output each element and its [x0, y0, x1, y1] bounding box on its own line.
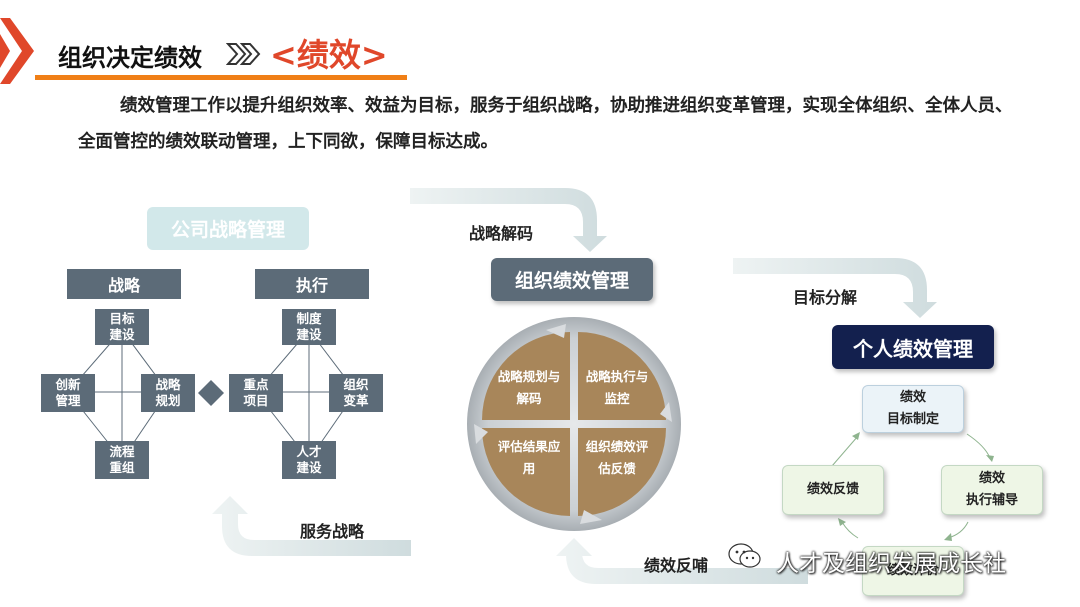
execution-node-bottom: 人才 建设: [282, 441, 336, 479]
page-title: 组织决定绩效: [58, 44, 202, 72]
execution-header: 执行: [255, 269, 369, 299]
feedback-label: 绩效反哺: [644, 556, 709, 575]
decompose-arrow: [733, 258, 937, 318]
org-quadrant-3: 评估结果应 用: [497, 439, 561, 476]
personal-performance-title: 个人绩效管理: [832, 325, 994, 369]
decode-label: 战略解码: [469, 224, 534, 243]
personal-step-goal: 绩效 目标制定: [862, 385, 964, 433]
link-diamond-icon: [198, 380, 224, 406]
corner-chevron-icon: [0, 18, 34, 84]
double-chevron-icon: [226, 43, 261, 65]
strategy-node-bottom: 流程 重组: [95, 441, 149, 479]
org-quadrant-2: 战略执行与 监控: [585, 369, 649, 406]
strategy-diamond-lines: [67, 329, 357, 461]
strategy-header: 战略: [67, 269, 181, 299]
feedback-arrow: [556, 538, 808, 584]
execution-node-top: 制度 建设: [282, 309, 336, 345]
execution-node-right: 组织 变革: [329, 374, 383, 412]
org-cycle-wheel: [467, 317, 681, 531]
personal-step-coaching: 绩效 执行辅导: [941, 465, 1043, 515]
strategy-node-left: 创新 管理: [41, 374, 95, 412]
decompose-label: 目标分解: [793, 288, 858, 307]
watermark: 人才及组织发展成长社: [776, 551, 1006, 577]
serve-label: 服务战略: [300, 522, 365, 541]
personal-step-evaluation: 绩效评价: [862, 546, 964, 596]
title-underline: [35, 75, 407, 80]
personal-step-feedback: 绩效反馈: [782, 465, 884, 515]
decode-arrow: [410, 188, 607, 252]
serve-arrow: [212, 496, 411, 556]
strategy-node-right: 战略 规划: [141, 374, 195, 412]
strategy-node-top: 目标 建设: [95, 309, 149, 345]
org-performance-title: 组织绩效管理: [491, 258, 653, 301]
page-subtitle: <绩效>: [270, 36, 388, 74]
execution-node-left: 重点 项目: [229, 374, 283, 412]
org-quadrant-1: 战略规划与 解码: [497, 369, 561, 406]
intro-paragraph: 绩效管理工作以提升组织效率、效益为目标，服务于组织战略，协助推进组织变革管理，实…: [78, 96, 1013, 152]
wechat-icon: [728, 543, 761, 568]
company-strategy-title: 公司战略管理: [147, 207, 309, 250]
org-quadrant-4: 组织绩效评 估反馈: [585, 439, 649, 476]
